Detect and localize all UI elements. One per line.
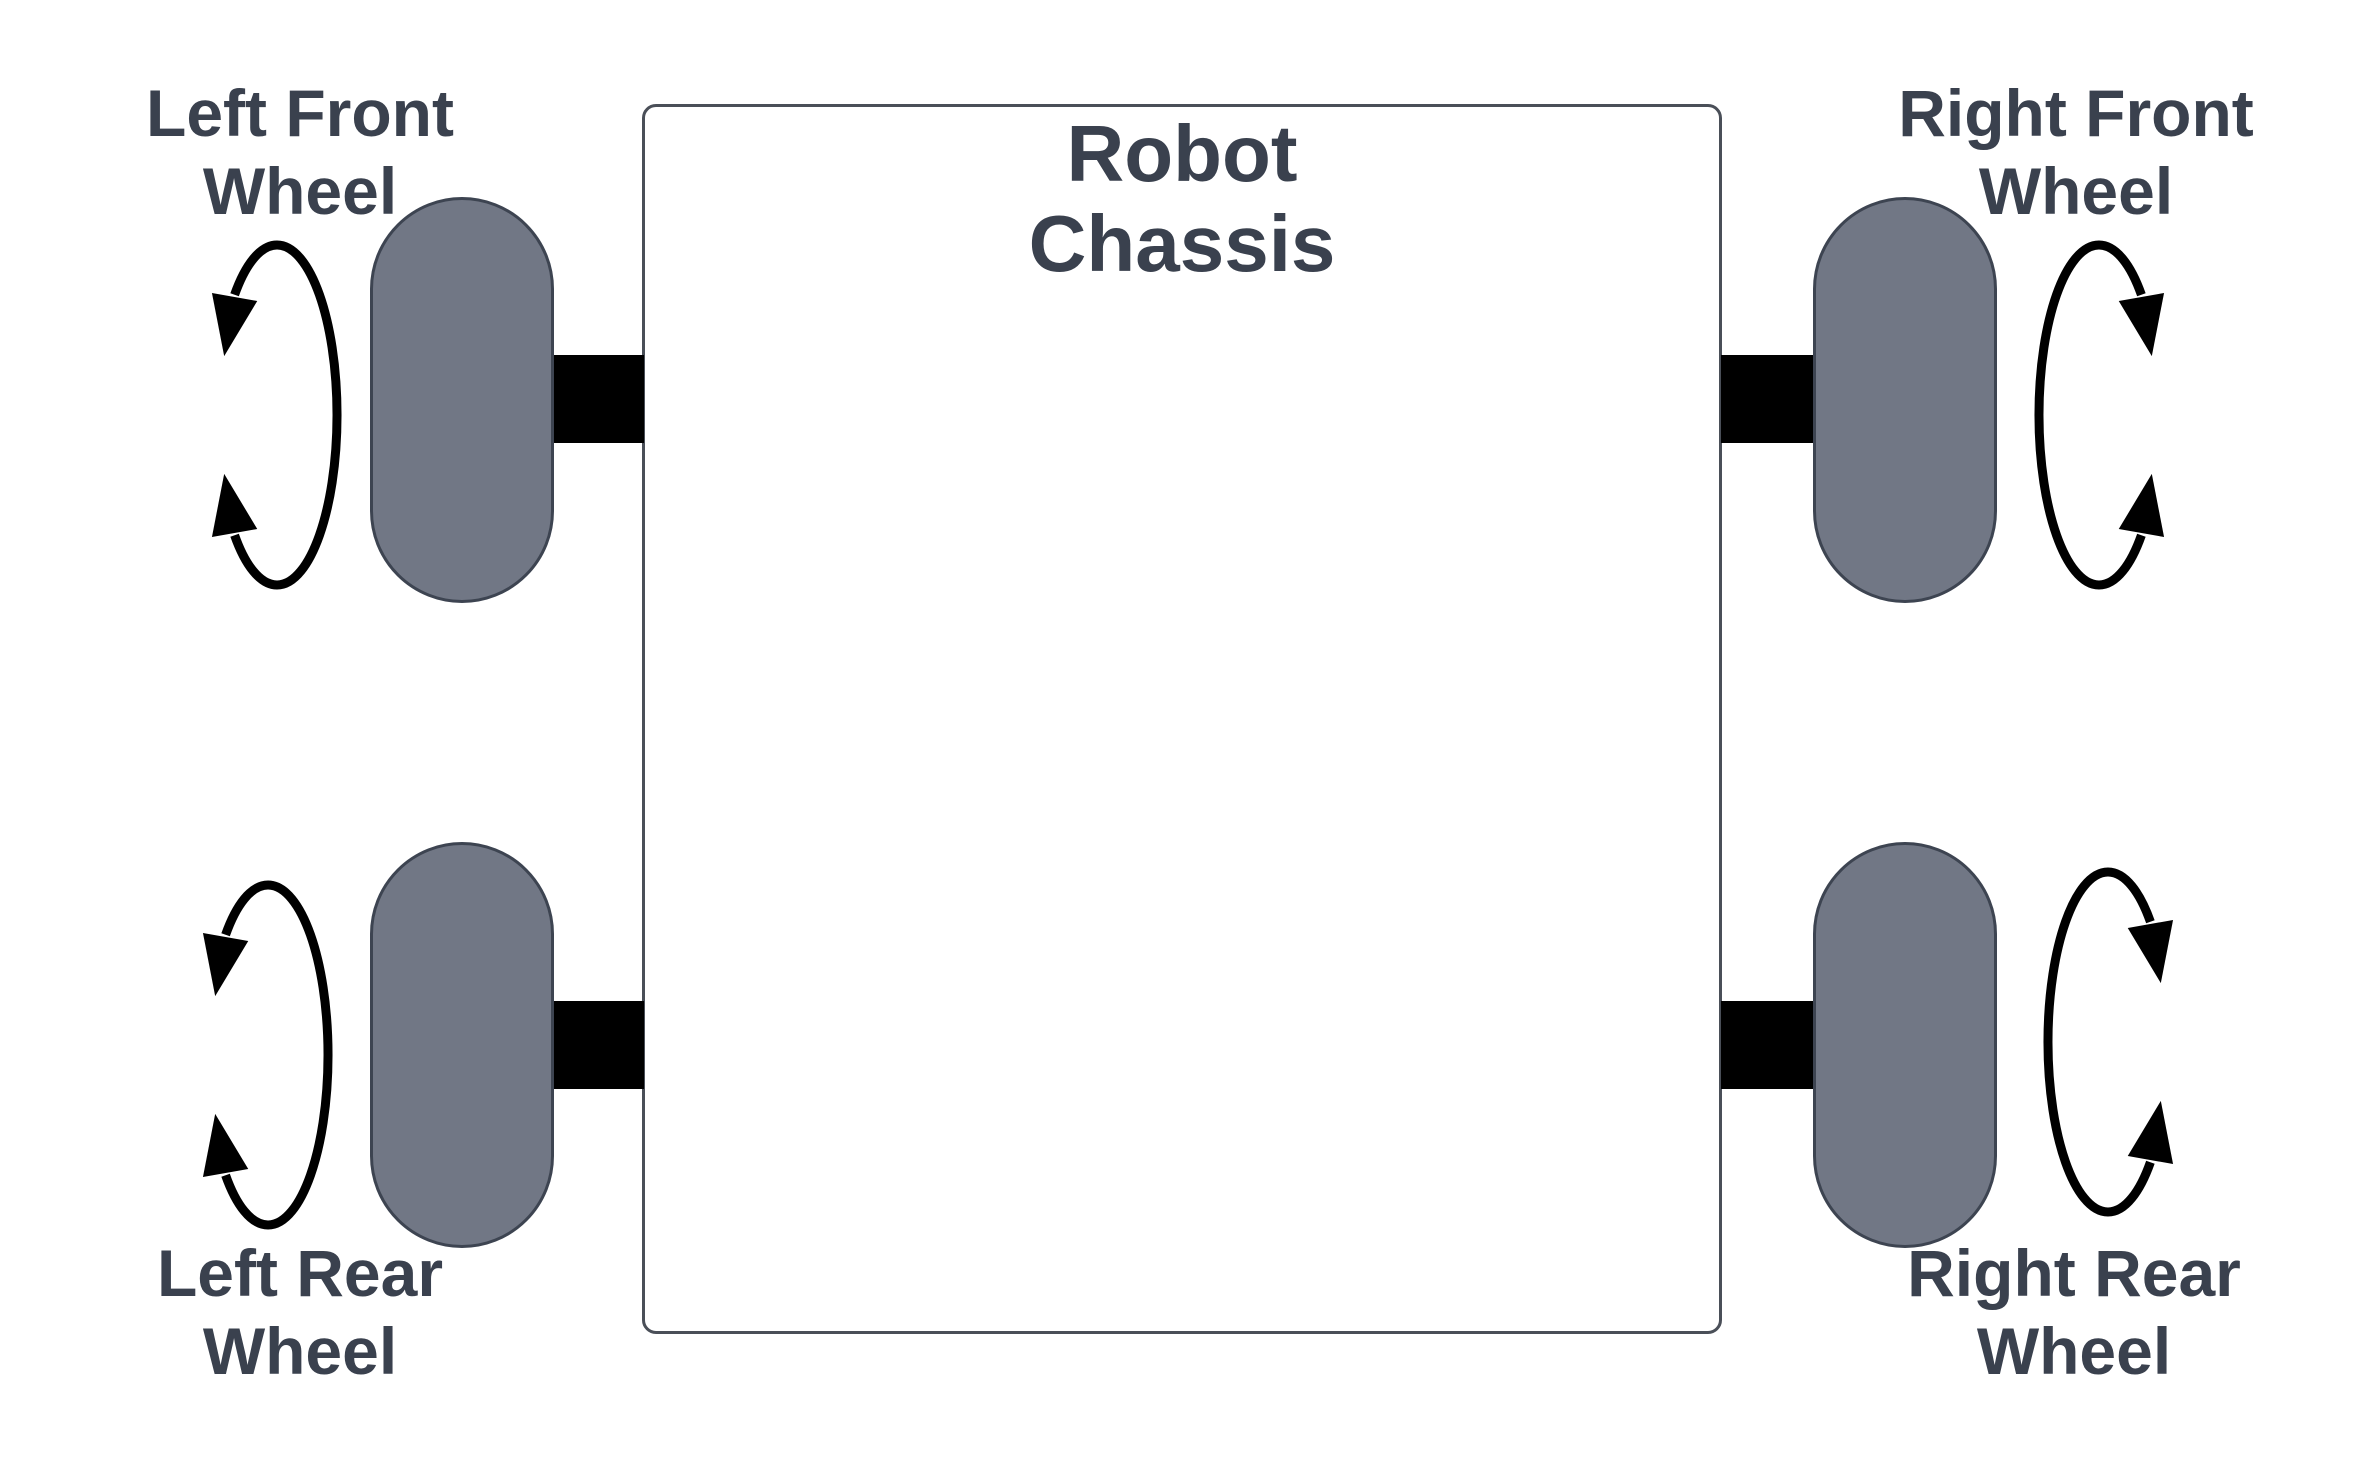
- left-front-rotation-arrow-icon: [211, 240, 342, 590]
- robot-chassis-body: Robot Chassis: [642, 104, 1722, 1334]
- right-front-axle: [1721, 355, 1814, 443]
- right-front-wheel: [1813, 197, 1997, 603]
- right-rear-axle: [1721, 1001, 1814, 1089]
- right-rear-rotation-arrow-icon: [2043, 867, 2174, 1217]
- right-rear-wheel-label: Right Rear Wheel: [1907, 1236, 2241, 1388]
- left-front-wheel: [370, 197, 554, 603]
- chassis-title: Robot Chassis: [1028, 109, 1336, 288]
- left-front-axle: [552, 355, 644, 443]
- right-rear-wheel: [1813, 842, 1997, 1248]
- left-rear-wheel: [370, 842, 554, 1248]
- left-rear-axle: [552, 1001, 644, 1089]
- right-front-rotation-arrow-icon: [2034, 240, 2165, 590]
- left-rear-rotation-arrow-icon: [202, 880, 333, 1230]
- left-front-wheel-label: Left Front Wheel: [146, 76, 454, 228]
- left-rear-wheel-label: Left Rear Wheel: [156, 1236, 444, 1388]
- right-front-wheel-label: Right Front Wheel: [1898, 76, 2254, 228]
